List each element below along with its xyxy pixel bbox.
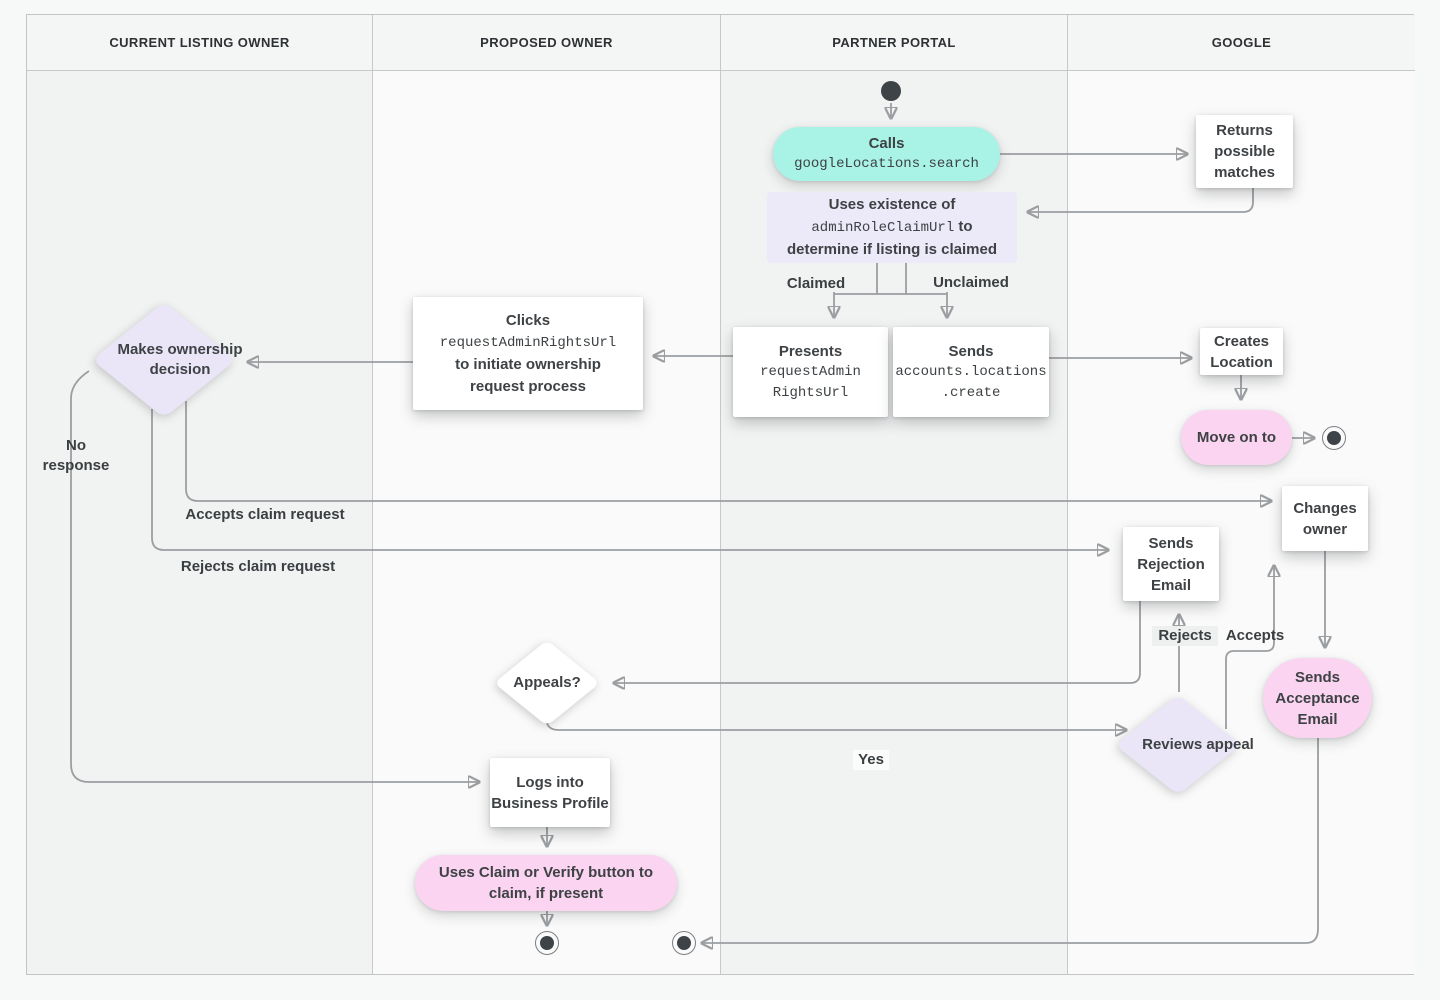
lane-header-google: GOOGLE [1068,15,1415,71]
uses-existence-node: Uses existence of adminRoleClaimUrl to d… [767,192,1017,263]
logs-into-business-profile-node: Logs into Business Profile [490,758,610,827]
end-node-partner-portal [672,931,696,955]
appeals-diamond: Appeals? [493,640,601,726]
presents-code-line1: requestAdmin [760,363,861,380]
edge-label-claimed: Claimed [786,275,846,292]
end-node-dot [540,936,554,950]
appeals-label: Appeals? [513,674,581,691]
uses-line1: Uses existence of [828,196,956,213]
edge-label-unclaimed: Unclaimed [933,274,1009,291]
edge-label-accepts-claim-request: Accepts claim request [185,506,345,523]
calls-title: Calls [868,135,905,152]
clicks-title: Clicks [505,311,551,329]
start-node [881,81,901,101]
lane-header-current-listing-owner: CURRENT LISTING OWNER [27,15,372,71]
makes-ownership-decision-diamond: Makes ownership decision [92,302,243,418]
sends-create-code-line1: accounts.locations [895,363,1047,380]
reviews-appeal-diamond: Reviews appeal [1114,695,1254,795]
clicks-code: requestAdminRightsUrl [439,334,617,351]
clicks-line3: request process [470,377,586,395]
end-node-dot [677,936,691,950]
claim-or-verify-node: Uses Claim or Verify button to claim, if… [415,855,677,911]
calls-google-locations-search-node: Calls googleLocations.search [773,127,1000,181]
sends-rejection-email-node: Sends Rejection Email [1123,527,1219,601]
uses-line3: determine if listing is claimed [786,241,998,258]
presents-request-admin-rights-node: Presents requestAdmin RightsUrl [733,327,888,417]
sends-acceptance-email-node: Sends Acceptance Email [1263,658,1372,738]
reviews-appeal-label: Reviews appeal [1142,736,1254,753]
uses-after-code: to [958,218,973,235]
clicks-line2: to initiate ownership [455,355,601,373]
edge-label-no-response: No response [42,437,110,474]
end-node-dot [1327,431,1341,445]
lane-current-listing-owner: CURRENT LISTING OWNER [27,15,373,974]
uses-line2: adminRoleClaimUrl to [811,216,972,239]
lane-header-proposed-owner: PROPOSED OWNER [373,15,720,71]
makes-decision-label: Makes ownership decision [117,341,243,378]
edge-label-rejects-claim-request: Rejects claim request [180,558,336,575]
sends-create-code-line2: .create [941,384,1001,401]
end-node-google [1322,426,1346,450]
presents-code-line2: RightsUrl [772,384,849,401]
presents-title: Presents [778,342,843,360]
lane-header-partner-portal: PARTNER PORTAL [721,15,1067,71]
calls-code: googleLocations.search [794,156,979,172]
move-on-to-node: Move on to [1181,410,1292,465]
end-node-proposed-owner [535,931,559,955]
edge-label-rejects: Rejects [1152,626,1218,646]
sends-locations-create-node: Sends accounts.locations .create [893,327,1049,417]
uses-code: adminRoleClaimUrl [811,220,955,236]
lane-proposed-owner: PROPOSED OWNER [373,15,721,974]
edge-label-yes: Yes [853,750,889,770]
returns-possible-matches-node: Returns possible matches [1196,115,1293,188]
edge-label-accepts: Accepts [1225,627,1285,644]
changes-owner-node: Changes owner [1282,486,1368,551]
sends-create-title: Sends [948,342,994,360]
clicks-request-admin-rights-node: Clicks requestAdminRightsUrl to initiate… [413,297,643,410]
creates-location-node: Creates Location [1200,328,1283,375]
